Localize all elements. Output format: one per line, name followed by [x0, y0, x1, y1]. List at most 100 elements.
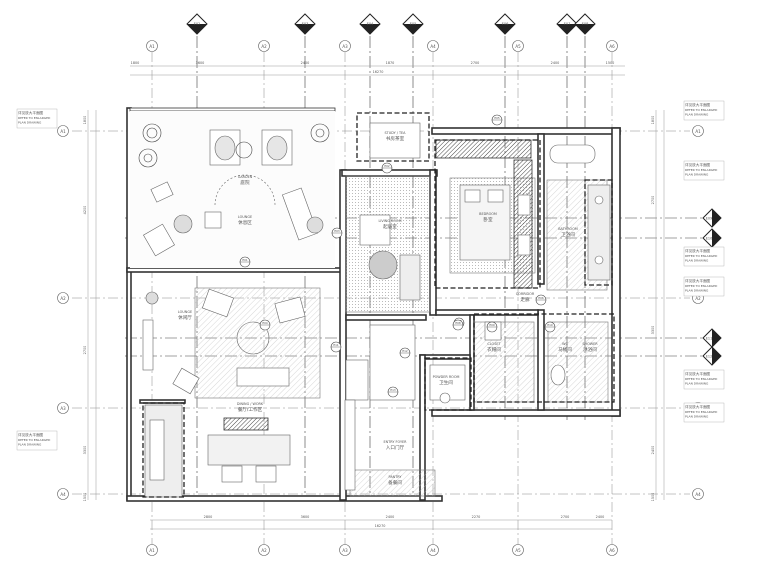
grid-bubble-top	[146, 40, 158, 52]
callout-zh: 详见放大平面图	[685, 102, 711, 107]
section-marker-label: E07	[564, 22, 571, 26]
callout-box	[683, 100, 725, 121]
dimension-left: 3300	[83, 446, 87, 455]
room-label-en: PANTRY	[389, 475, 403, 479]
elevation-tags: E01E02E03E04E05E06E07E08E09E10E11E12E13	[239, 114, 556, 398]
section-marker-label: E02	[194, 22, 201, 26]
callout-en: REFER TO ENLARGED	[685, 410, 718, 414]
grid-bubble-label: A1	[149, 548, 155, 553]
dimension-bottom: 2400	[386, 515, 395, 519]
grid-bubble-top	[427, 40, 439, 52]
callout-en: REFER TO ENLARGED	[685, 284, 718, 288]
dimension-right: 3300	[651, 326, 655, 335]
callout-box	[16, 430, 58, 451]
dimension-top: 1800	[131, 61, 140, 65]
dimension-bottom: 2700	[561, 515, 570, 519]
grid-bubble-label: A2	[261, 548, 267, 553]
room-label-zh: 备餐间	[388, 479, 402, 486]
grid-bubble-label: A3	[342, 548, 348, 553]
room-label-zh: 卧室	[483, 216, 493, 223]
grid-bubble-label: A6	[609, 548, 615, 553]
room-label-en: BEDROOM	[479, 212, 497, 216]
room-label-en: LOUNGE	[178, 310, 192, 314]
section-marker-label: E09	[706, 216, 712, 220]
grid-bubble-left	[57, 488, 69, 500]
room-label-en: STUDY / TEA	[384, 131, 406, 135]
dimension-bottom: 3600	[301, 515, 310, 519]
dimension-left: 4200	[83, 206, 87, 215]
grid-bubble-label: A5	[515, 44, 521, 49]
grid-bubble-label: A6	[609, 44, 615, 49]
callout-box	[683, 276, 725, 297]
grid-bubble-label: A3	[60, 406, 66, 411]
hatched-zones	[130, 111, 609, 497]
section-marker-label: E10	[706, 236, 712, 240]
room-label-zh: 淋浴间	[583, 346, 597, 353]
section-marker-arrow	[360, 24, 380, 34]
elevation-tag-label: E06	[538, 296, 544, 300]
callout-en: REFER TO ENLARGED	[685, 377, 718, 381]
dimension-bottom: 2800	[204, 515, 213, 519]
section-marker-arrow	[403, 24, 423, 34]
grid-bubble-label: A3	[342, 44, 348, 49]
section-marker-arrow	[295, 24, 315, 34]
grid-bubble-label: A4	[430, 548, 436, 553]
section-marker-label: E08	[582, 22, 590, 26]
section-marker-arrow	[712, 329, 721, 347]
grid-bubble-label: A4	[60, 492, 66, 497]
room-label-zh: 餐厅/工作区	[238, 406, 263, 413]
callout-box	[683, 402, 725, 423]
dimension-left: 1800	[83, 116, 87, 125]
callout-zh: 详见放大平面图	[685, 162, 711, 167]
callout-en: PLAN DRAWING	[685, 173, 709, 177]
grid-bubble-bottom	[146, 544, 158, 556]
grid-bubble-left	[57, 402, 69, 414]
callout-zh: 详见放大平面图	[18, 110, 44, 115]
grid-bubble-bottom	[427, 544, 439, 556]
elevation-tag-label: E05	[494, 116, 500, 120]
room-label-zh: 休闲厅	[178, 314, 192, 321]
enlarged-plan-boundaries	[142, 112, 615, 498]
grid-bubble-bottom	[258, 544, 270, 556]
section-marker-label: E04	[367, 22, 375, 26]
dimension-bottom: 2400	[596, 515, 605, 519]
callout-box	[16, 108, 58, 129]
grid-bubble-left	[57, 292, 69, 304]
callout-en: PLAN DRAWING	[18, 443, 42, 447]
elevation-tag-label: E13	[390, 388, 396, 392]
section-marker-label: E03	[302, 22, 309, 26]
room-label-en: CORRIDOR	[516, 292, 535, 296]
section-marker-arrow	[712, 347, 721, 365]
grid-bubble-right	[692, 125, 704, 137]
grid-bubble-left	[57, 125, 69, 137]
elevation-tag-label: E10	[547, 323, 553, 327]
room-label-zh: 走廊	[520, 296, 530, 303]
callout-en: REFER TO ENLARGED	[18, 116, 51, 120]
dimension-bottom-total: 16270	[375, 524, 386, 528]
section-marker-arrow	[495, 24, 515, 34]
callout-en: REFER TO ENLARGED	[18, 438, 51, 442]
grid-bubble-right	[692, 488, 704, 500]
dimension-left: 1500	[83, 493, 87, 502]
dimension-top: 2400	[551, 61, 560, 65]
callout-box	[683, 246, 725, 267]
grid-bubble-top	[512, 40, 524, 52]
room-label-zh: 休息区	[238, 219, 252, 226]
callout-en: PLAN DRAWING	[685, 259, 709, 263]
dimension-top: 3600	[196, 61, 205, 65]
grid-bubble-bottom	[339, 544, 351, 556]
grid-bubble-label: A2	[695, 296, 701, 301]
elevation-tag-label: E11	[333, 343, 339, 347]
callout-en: PLAN DRAWING	[685, 113, 709, 117]
room-label-zh: 卫浴间	[561, 231, 575, 238]
grid-bubble-label: A2	[261, 44, 267, 49]
room-label-zh: 书房茶室	[386, 135, 405, 142]
callout-zh: 详见放大平面图	[685, 248, 711, 253]
room-label-en: POWDER ROOM	[433, 375, 460, 379]
callout-en: REFER TO ENLARGED	[685, 254, 718, 258]
room-label-zh: 卫生间	[439, 379, 453, 386]
